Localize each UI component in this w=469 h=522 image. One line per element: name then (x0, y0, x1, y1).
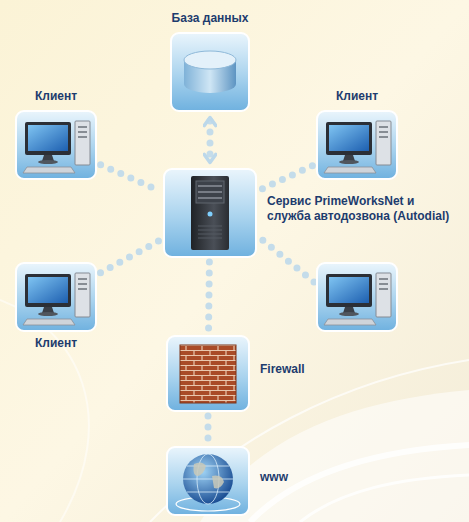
dotted-link (260, 238, 314, 282)
dotted-link (261, 166, 313, 190)
icon-tile (164, 169, 256, 257)
server-node: Сервис PrimeWorksNet и служба автодозвон… (163, 168, 257, 258)
node-label: Клиент (336, 89, 378, 104)
icon-tile (171, 33, 249, 111)
icon-tile (167, 336, 249, 411)
client-node: Клиент (316, 110, 398, 180)
tile-graphic (316, 110, 398, 180)
icon-tile (167, 447, 249, 515)
icon-tile (317, 111, 397, 179)
icon-tile (16, 111, 96, 179)
node-label: Клиент (35, 89, 77, 104)
client-icon (324, 273, 391, 325)
tile-graphic (166, 335, 250, 412)
globe-node: www (166, 446, 250, 516)
dotted-link (205, 416, 212, 442)
node-label: Сервис PrimeWorksNet и служба автодозвон… (267, 194, 461, 224)
db-node: База данных (170, 32, 250, 112)
node-label: База данных (172, 11, 249, 26)
icon-tile (16, 263, 96, 331)
client-computer (317, 263, 397, 331)
firewall-node: Firewall (166, 335, 250, 412)
client-node: Клиент (15, 110, 97, 180)
client-icon (23, 273, 90, 325)
globe-icon (176, 454, 240, 511)
dotted-link (205, 262, 213, 331)
dotted-link (207, 121, 214, 159)
client-icon (324, 121, 391, 173)
dotted-link (101, 241, 160, 273)
firewall-icon (180, 345, 236, 403)
tile-graphic (170, 32, 250, 112)
db-icon (184, 51, 236, 93)
client-node: Клиент (15, 262, 97, 332)
icon-tile (317, 263, 397, 331)
tile-graphic (163, 168, 257, 258)
node-label: Клиент (35, 336, 77, 351)
tile-graphic (15, 110, 97, 180)
node-label: www (260, 470, 288, 485)
tile-graphic (166, 446, 250, 516)
node-label: Firewall (260, 362, 305, 377)
tile-graphic (15, 262, 97, 332)
server-icon (191, 176, 229, 250)
dotted-link (101, 165, 160, 191)
client-icon (23, 121, 90, 173)
